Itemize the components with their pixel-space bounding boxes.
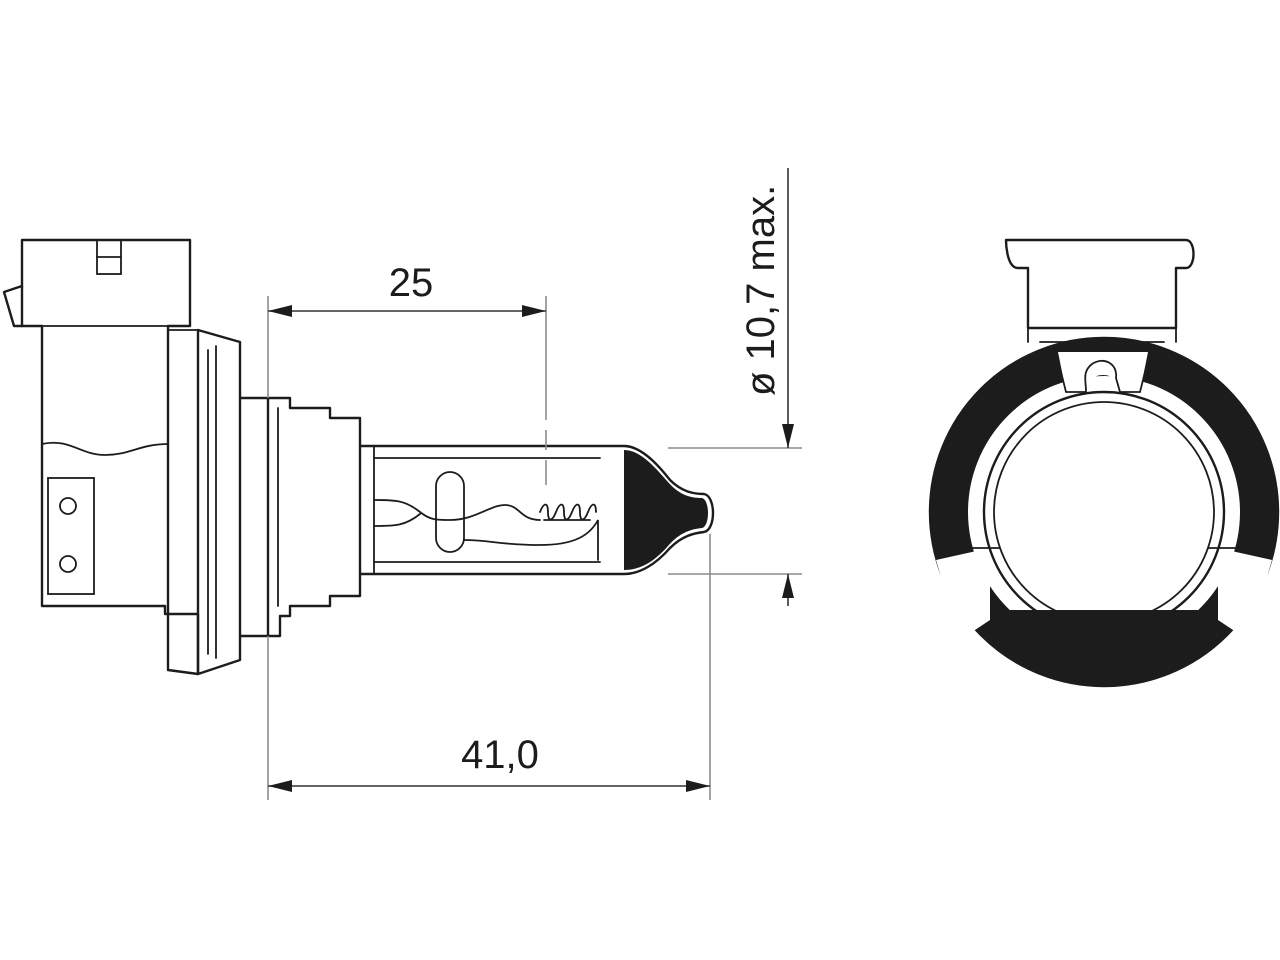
dimension-diameter: ø 10,7 max. — [668, 168, 802, 606]
dimension-label-25: 25 — [389, 261, 434, 305]
dimension-label-diameter: ø 10,7 max. — [739, 185, 783, 396]
bulb-side-view: 25 41,0 ø 10,7 max. — [2, 168, 802, 800]
connector-housing — [2, 238, 200, 676]
dimension-25: 25 — [267, 261, 547, 485]
mounting-flange — [167, 328, 242, 676]
dimension-label-41: 41,0 — [461, 733, 539, 777]
bulb-front-view — [928, 238, 1280, 688]
glass-capsule — [358, 444, 715, 576]
dimension-41: 41,0 — [267, 534, 711, 800]
base-collar — [238, 396, 362, 638]
